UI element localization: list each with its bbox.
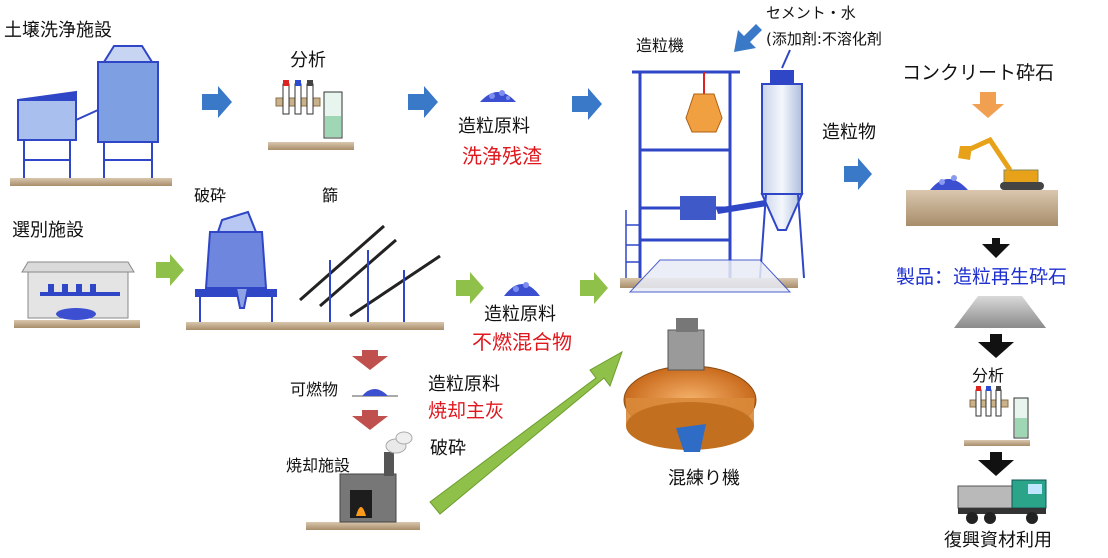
flow-arrow-icon bbox=[844, 158, 872, 190]
granulation-material-label-3: 造粒原料 bbox=[428, 374, 500, 395]
red-down-arrow-icon bbox=[352, 410, 388, 430]
combustibles-label: 可燃物 bbox=[290, 380, 339, 399]
granulation-material-pile-icon bbox=[480, 90, 516, 102]
concrete-input-arrow-icon bbox=[972, 92, 1004, 118]
dump-truck-illustration bbox=[957, 479, 1047, 524]
crushing-bottom-label: 破砕 bbox=[430, 438, 466, 459]
black-down-arrow-icon bbox=[982, 238, 1010, 258]
flow-arrow-icon bbox=[580, 272, 608, 304]
granulator-plant-illustration bbox=[620, 49, 805, 293]
analysis-bottom-label: 分析 bbox=[972, 366, 1005, 385]
product-pile-icon bbox=[954, 296, 1046, 328]
sorting-facility-illustration bbox=[14, 261, 140, 328]
red-down-arrow-icon bbox=[352, 350, 388, 370]
additive-label: (添加剤:不溶化剤 bbox=[766, 30, 882, 48]
product-label: 製品：造粒再生砕石 bbox=[896, 266, 1068, 288]
cement-water-label: セメント・水 bbox=[766, 4, 856, 22]
analysis-top-label: 分析 bbox=[290, 50, 326, 71]
flow-arrow-icon bbox=[456, 272, 484, 304]
granulation-material-label-2: 造粒原料 bbox=[484, 304, 556, 325]
crusher-screen-illustration bbox=[186, 210, 444, 330]
screen-label: 篩 bbox=[322, 186, 339, 205]
soil-washing-facility-label: 土壌洗浄施設 bbox=[4, 20, 112, 41]
black-down-arrow-icon bbox=[978, 334, 1014, 358]
flow-arrow-icon bbox=[408, 86, 438, 118]
granulated-product-label: 造粒物 bbox=[822, 122, 876, 143]
analysis-lab-illustration-bottom bbox=[964, 386, 1030, 446]
granulation-material-label-1: 造粒原料 bbox=[458, 116, 530, 137]
flow-arrow-icon bbox=[202, 86, 232, 118]
soil-washing-facility-illustration bbox=[10, 45, 172, 186]
reconstruction-material-use-label: 復興資材利用 bbox=[944, 530, 1052, 551]
cement-input-arrow-icon bbox=[734, 24, 762, 52]
washing-residue-label: 洗浄残渣 bbox=[462, 144, 542, 168]
analysis-lab-illustration bbox=[268, 80, 354, 150]
big-green-flow-arrow-icon bbox=[429, 350, 623, 515]
flow-arrow-icon bbox=[156, 254, 184, 286]
black-down-arrow-icon bbox=[978, 452, 1014, 476]
crushing-top-label: 破砕 bbox=[194, 186, 227, 205]
concrete-crushed-stone-label: コンクリート砕石 bbox=[902, 62, 1055, 84]
incinerator-illustration bbox=[306, 431, 420, 530]
flow-arrow-icon bbox=[572, 88, 602, 120]
incineration-bottom-ash-label: 焼却主灰 bbox=[428, 400, 505, 422]
incombustible-mixture-label: 不燃混合物 bbox=[472, 330, 572, 354]
kneading-mixer-illustration bbox=[623, 318, 757, 452]
excavator-illustration bbox=[906, 136, 1058, 226]
kneading-mixer-label: 混練り機 bbox=[668, 468, 740, 489]
incineration-facility-label: 焼却施設 bbox=[286, 456, 351, 475]
granulator-label: 造粒機 bbox=[636, 36, 685, 55]
combustibles-pile-icon bbox=[352, 389, 398, 397]
granulation-material-pile-icon-2 bbox=[504, 282, 540, 296]
sorting-facility-label: 選別施設 bbox=[12, 220, 84, 241]
